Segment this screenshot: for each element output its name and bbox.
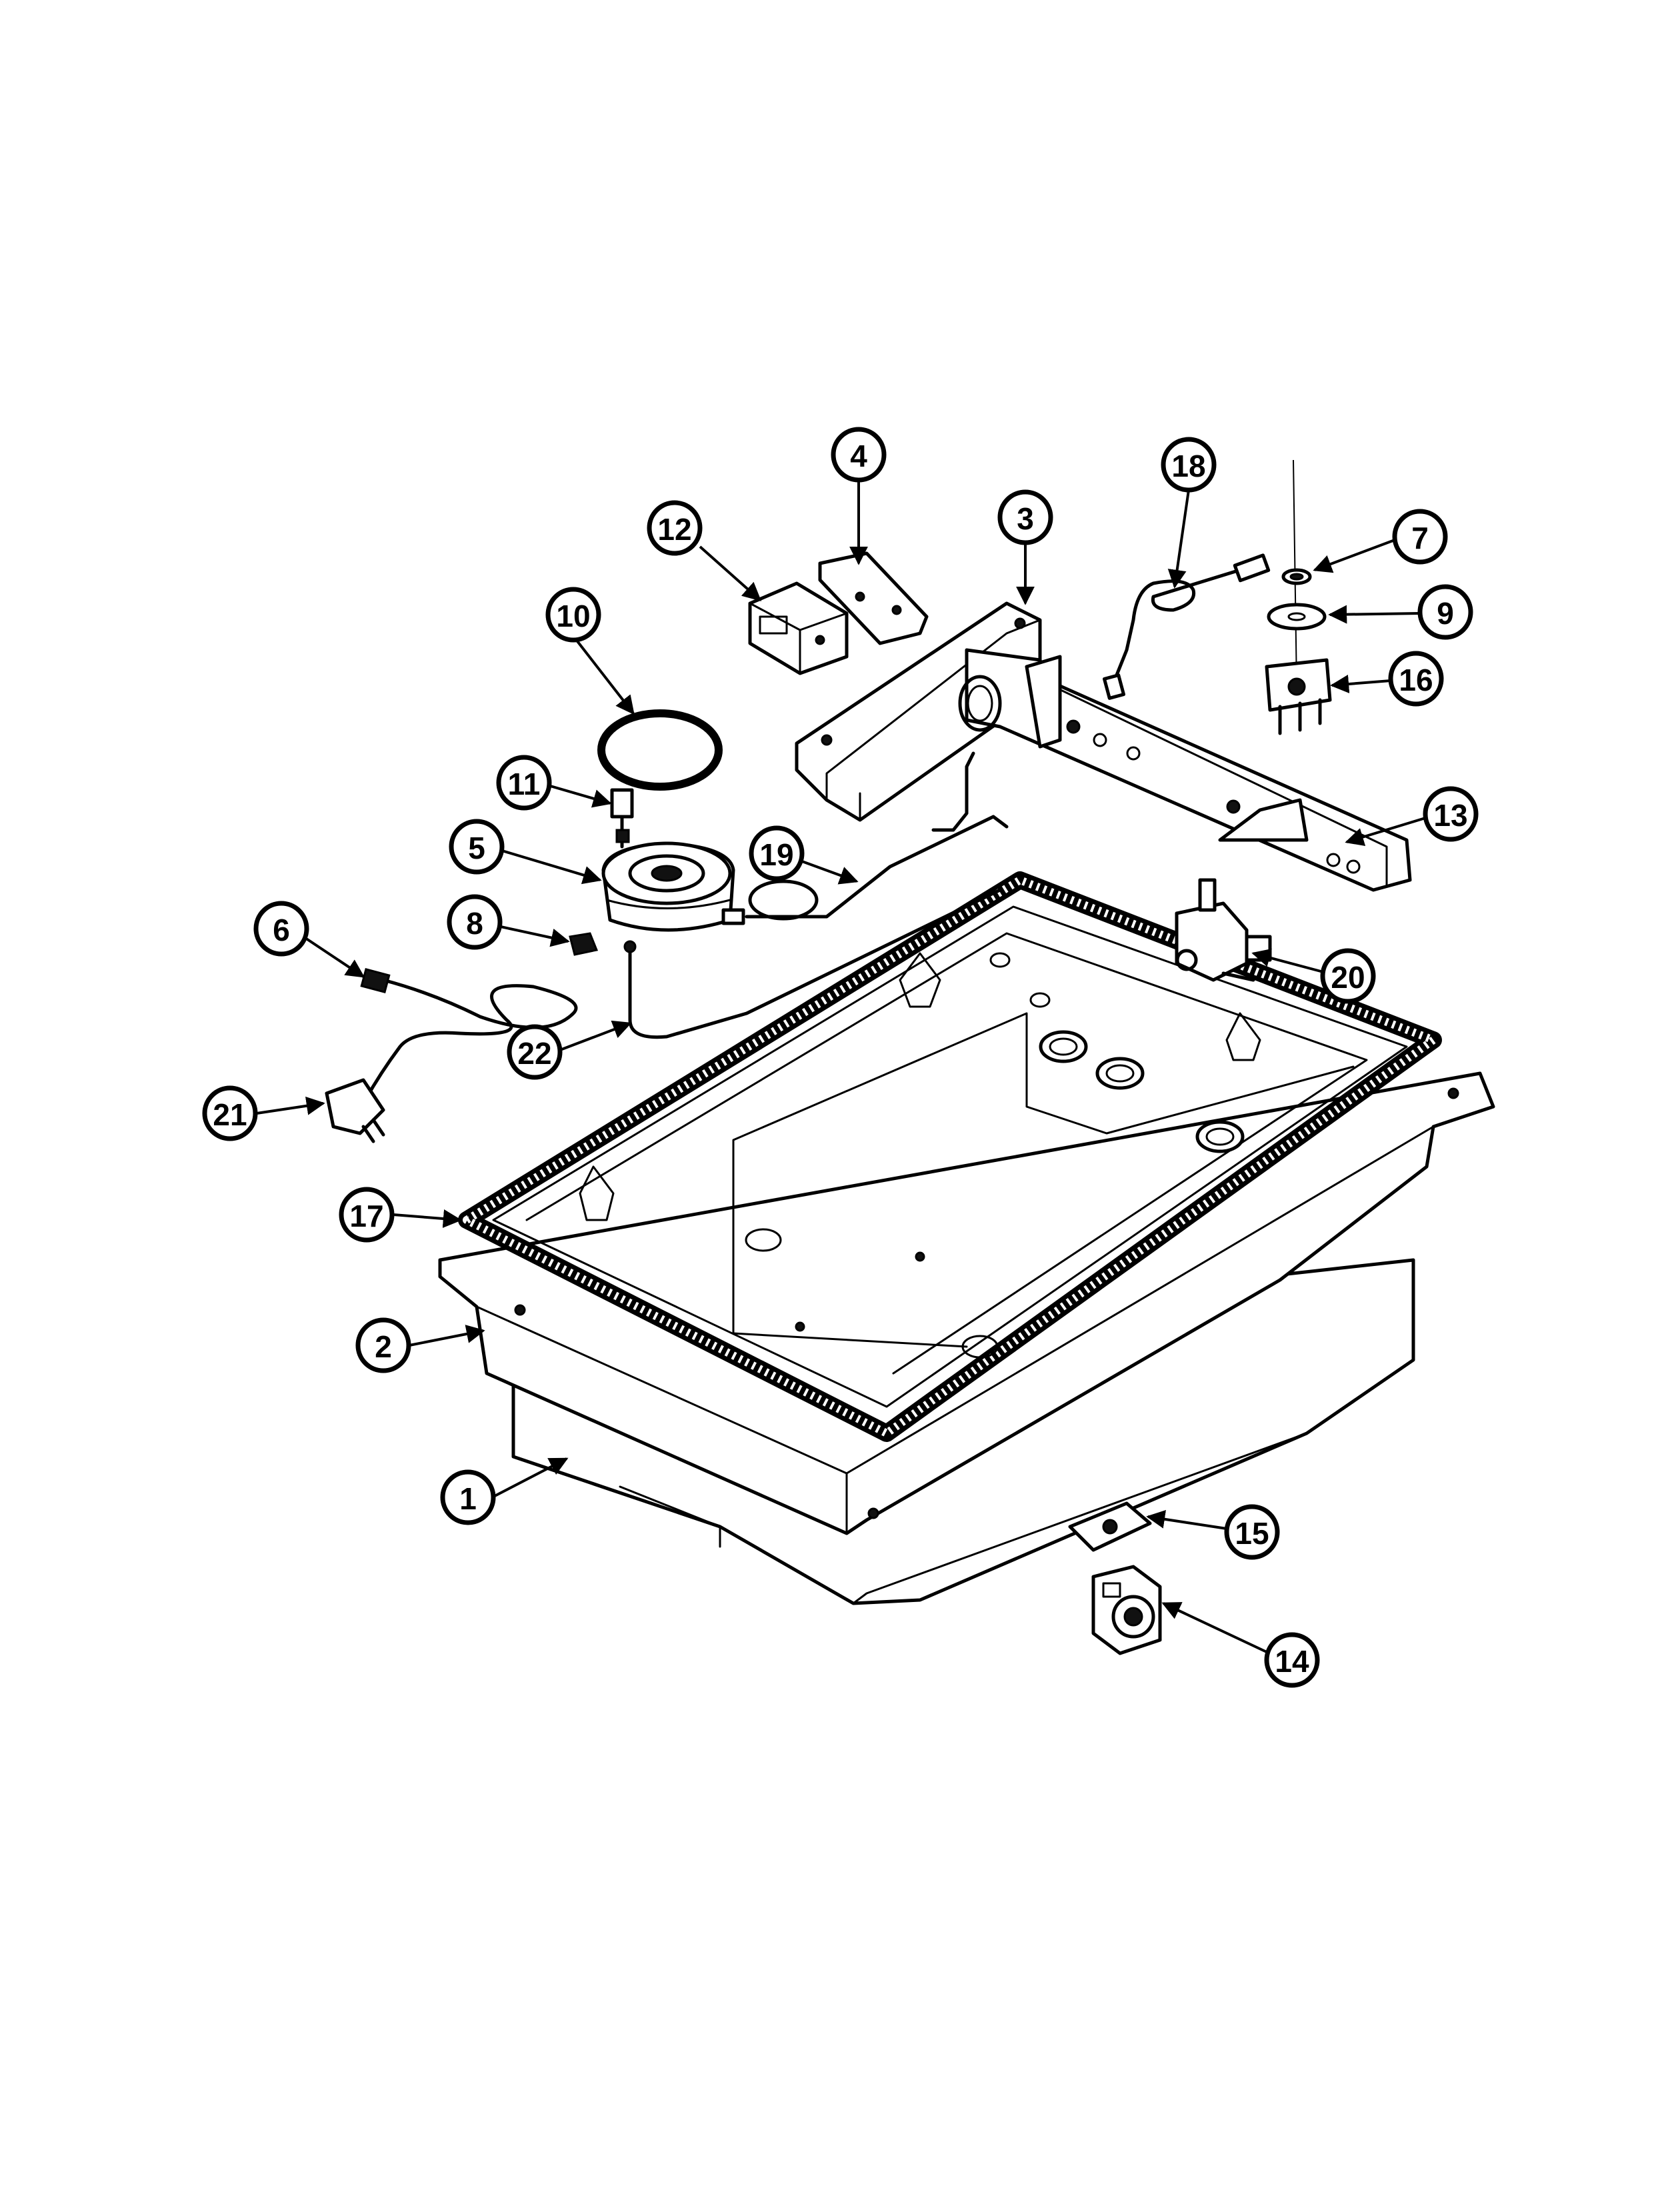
valve-bracket-part — [1265, 658, 1332, 735]
svg-text:1: 1 — [459, 1481, 477, 1516]
leader-10 — [574, 637, 635, 715]
leader-13 — [1345, 817, 1426, 847]
svg-text:17: 17 — [349, 1199, 383, 1233]
svg-text:16: 16 — [1399, 663, 1433, 697]
callout-4: 4 — [831, 427, 887, 483]
svg-text:15: 15 — [1235, 1516, 1269, 1551]
callout-16: 16 — [1388, 651, 1444, 707]
callout-6: 6 — [253, 901, 309, 957]
callout-8: 8 — [447, 894, 503, 950]
svg-text:19: 19 — [759, 837, 793, 872]
callout-22: 22 — [507, 1024, 563, 1080]
svg-text:10: 10 — [556, 599, 590, 633]
leader-9 — [1328, 605, 1421, 624]
leader-8 — [500, 925, 570, 947]
callouts: 1 2 3 4 5 6 7 8 9 10 11 12 13 14 15 16 1… — [202, 427, 1479, 1688]
terminal-block-part — [748, 581, 849, 675]
clip-part — [569, 932, 599, 956]
callout-7: 7 — [1392, 509, 1448, 565]
leader-12 — [699, 545, 762, 601]
leader-5 — [501, 849, 602, 885]
leader-22 — [559, 1020, 632, 1051]
gas-tube-part — [1102, 553, 1271, 700]
svg-text:13: 13 — [1433, 798, 1467, 833]
callout-3: 3 — [997, 489, 1053, 545]
svg-text:4: 4 — [850, 439, 867, 473]
svg-text:7: 7 — [1411, 521, 1429, 555]
leader-19 — [801, 860, 859, 885]
svg-text:22: 22 — [517, 1036, 551, 1071]
callout-14: 14 — [1264, 1632, 1320, 1688]
callout-19: 19 — [749, 825, 805, 881]
callout-21: 21 — [202, 1085, 258, 1141]
svg-text:18: 18 — [1171, 449, 1205, 483]
leader-lines — [256, 480, 1426, 1653]
svg-text:3: 3 — [1017, 501, 1034, 536]
svg-text:6: 6 — [273, 913, 290, 947]
spring-washer-part — [1281, 459, 1312, 687]
power-cord-part — [325, 967, 578, 1143]
svg-text:14: 14 — [1275, 1644, 1309, 1679]
callout-1: 1 — [440, 1469, 496, 1525]
svg-text:11: 11 — [508, 767, 541, 801]
leader-2 — [409, 1325, 485, 1347]
burner-head-part — [601, 841, 745, 932]
callout-5: 5 — [449, 819, 505, 875]
callout-18: 18 — [1161, 437, 1217, 493]
leader-14 — [1161, 1602, 1267, 1653]
callout-10: 10 — [545, 587, 601, 643]
washer-part — [1267, 603, 1327, 631]
callout-13: 13 — [1423, 786, 1479, 842]
leader-16 — [1330, 675, 1391, 693]
callout-12: 12 — [647, 500, 703, 556]
leader-6 — [300, 934, 365, 978]
svg-text:20: 20 — [1331, 960, 1365, 995]
callout-2: 2 — [355, 1317, 411, 1373]
electrode-part — [610, 788, 634, 849]
svg-text:2: 2 — [375, 1329, 392, 1364]
gasket-frame-part — [458, 871, 1442, 1442]
svg-text:8: 8 — [466, 906, 483, 941]
leader-20 — [1251, 948, 1324, 973]
o-ring-part — [597, 709, 723, 791]
callout-11: 11 — [496, 755, 552, 811]
leader-17 — [393, 1209, 462, 1228]
regulator-part — [1091, 1565, 1162, 1655]
svg-text:21: 21 — [213, 1097, 247, 1132]
leader-11 — [547, 784, 612, 808]
svg-text:5: 5 — [468, 831, 485, 865]
callout-9: 9 — [1417, 584, 1473, 640]
leader-21 — [256, 1096, 325, 1115]
svg-text:12: 12 — [657, 512, 691, 547]
leader-1 — [494, 1457, 569, 1497]
leader-15 — [1146, 1509, 1227, 1530]
leader-18 — [1167, 489, 1190, 589]
gas-manifold-part — [931, 648, 1412, 892]
thermocouple-part — [745, 815, 1009, 921]
leader-7 — [1313, 539, 1395, 573]
callout-15: 15 — [1224, 1504, 1280, 1560]
gas-valve-part — [1175, 878, 1272, 982]
callout-20: 20 — [1320, 948, 1376, 1004]
svg-text:9: 9 — [1437, 596, 1454, 631]
callout-17: 17 — [339, 1187, 395, 1243]
